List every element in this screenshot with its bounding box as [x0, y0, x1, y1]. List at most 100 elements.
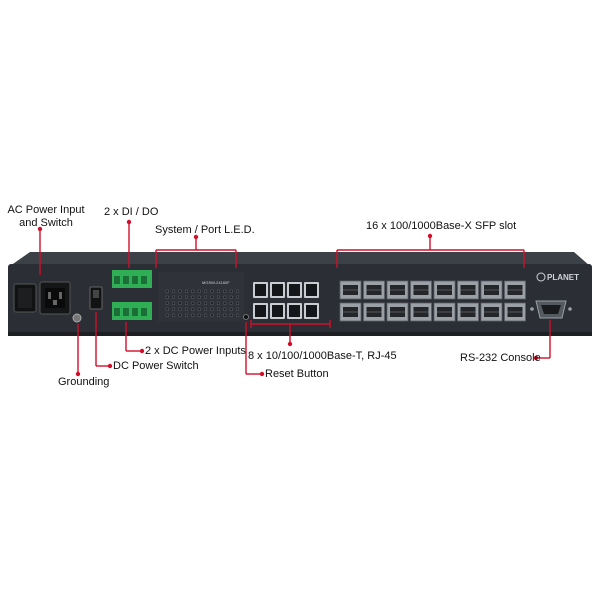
led-indicator — [178, 295, 182, 299]
led-indicator — [178, 307, 182, 311]
callout-rj45: 8 x 10/100/1000Base-T, RJ-45 — [248, 350, 397, 362]
led-panel: MGSW-24160F — [158, 272, 244, 322]
sfp-slot[interactable] — [339, 280, 362, 300]
led-indicator — [172, 295, 175, 299]
callout-dot — [533, 355, 539, 361]
model-label: MGSW-24160F — [202, 280, 230, 285]
led-indicator — [172, 313, 175, 317]
led-indicator — [172, 289, 175, 293]
sfp-slot[interactable] — [363, 302, 385, 322]
led-indicator — [191, 301, 195, 305]
ac-power-inlet[interactable] — [13, 281, 71, 315]
led-indicator — [204, 289, 207, 293]
rj45-port[interactable] — [270, 282, 285, 298]
svg-text:PLANET: PLANET — [547, 273, 579, 282]
sfp-slot-group — [339, 280, 526, 322]
led-indicator — [204, 313, 207, 317]
led-indicator — [223, 289, 227, 293]
led-indicator — [216, 295, 220, 299]
callout-system-led: System / Port L.E.D. — [155, 224, 255, 236]
callout-dot — [427, 233, 433, 239]
led-indicator — [184, 313, 188, 317]
sfp-slot[interactable] — [433, 280, 456, 300]
led-indicator — [165, 295, 169, 299]
rj45-port[interactable] — [253, 282, 268, 298]
sfp-slot[interactable] — [504, 280, 526, 300]
led-indicator — [165, 289, 169, 293]
reset-button[interactable] — [243, 314, 249, 320]
sfp-slot[interactable] — [386, 280, 409, 300]
led-indicator — [229, 289, 233, 293]
led-indicator — [165, 307, 169, 311]
led-indicator — [178, 301, 182, 305]
led-indicator — [216, 313, 220, 317]
led-indicator — [197, 289, 201, 293]
led-indicator — [223, 295, 227, 299]
led-indicator — [191, 313, 195, 317]
led-indicator — [223, 301, 227, 305]
callout-dot — [193, 234, 199, 240]
led-indicator — [216, 301, 220, 305]
rj45-port[interactable] — [253, 303, 268, 319]
sfp-slot[interactable] — [363, 280, 385, 300]
rj45-port[interactable] — [304, 303, 319, 319]
callout-dc-inputs: 2 x DC Power Inputs — [145, 345, 246, 357]
callout-dot — [126, 219, 132, 225]
callout-dot — [37, 226, 43, 232]
sfp-slot[interactable] — [480, 280, 503, 300]
led-indicator — [204, 307, 207, 311]
led-indicator — [165, 301, 169, 305]
rj45-port[interactable] — [304, 282, 319, 298]
rj45-port[interactable] — [287, 303, 302, 319]
led-indicator — [184, 307, 188, 311]
callout-dot — [139, 348, 145, 354]
sfp-slot[interactable] — [457, 280, 479, 300]
led-indicator — [191, 289, 195, 293]
callout-dot — [259, 371, 265, 377]
led-indicator — [223, 313, 227, 317]
led-indicator — [204, 295, 207, 299]
led-indicator — [210, 295, 214, 299]
rs232-console-port[interactable] — [530, 300, 572, 319]
rj45-port[interactable] — [270, 303, 285, 319]
led-indicator — [178, 289, 182, 293]
led-indicator — [210, 307, 214, 311]
grounding-screw-icon — [72, 313, 82, 323]
led-indicator — [229, 295, 233, 299]
led-indicator — [229, 313, 233, 317]
led-indicator — [236, 301, 239, 305]
sfp-slot[interactable] — [339, 302, 362, 322]
dc-power-terminal-block[interactable] — [112, 302, 152, 320]
sfp-slot[interactable] — [410, 280, 432, 300]
sfp-slot[interactable] — [410, 302, 432, 322]
led-indicator — [210, 313, 214, 317]
di-do-terminal-block[interactable] — [112, 270, 152, 288]
led-indicator — [184, 301, 188, 305]
callout-dot — [75, 371, 81, 377]
sfp-slot[interactable] — [433, 302, 456, 322]
led-indicator — [229, 301, 233, 305]
sfp-slot[interactable] — [480, 302, 503, 322]
sfp-slot[interactable] — [504, 302, 526, 322]
led-indicator — [204, 301, 207, 305]
rj45-port[interactable] — [287, 282, 302, 298]
led-indicator — [184, 289, 188, 293]
led-indicator — [197, 307, 201, 311]
led-indicator — [197, 301, 201, 305]
planet-logo: PLANET — [536, 272, 579, 282]
led-indicator — [229, 307, 233, 311]
callout-sfp-slot: 16 x 100/1000Base-X SFP slot — [366, 220, 517, 232]
led-indicator — [236, 289, 239, 293]
callout-dot — [287, 341, 293, 347]
led-indicator — [197, 313, 201, 317]
chassis-top — [10, 252, 590, 266]
sfp-slot[interactable] — [457, 302, 479, 322]
led-indicator — [191, 307, 195, 311]
led-indicator — [172, 301, 175, 305]
sfp-slot[interactable] — [386, 302, 409, 322]
led-indicator — [165, 313, 169, 317]
led-indicator — [210, 289, 214, 293]
callout-reset: Reset Button — [265, 368, 329, 380]
led-indicator — [172, 307, 175, 311]
